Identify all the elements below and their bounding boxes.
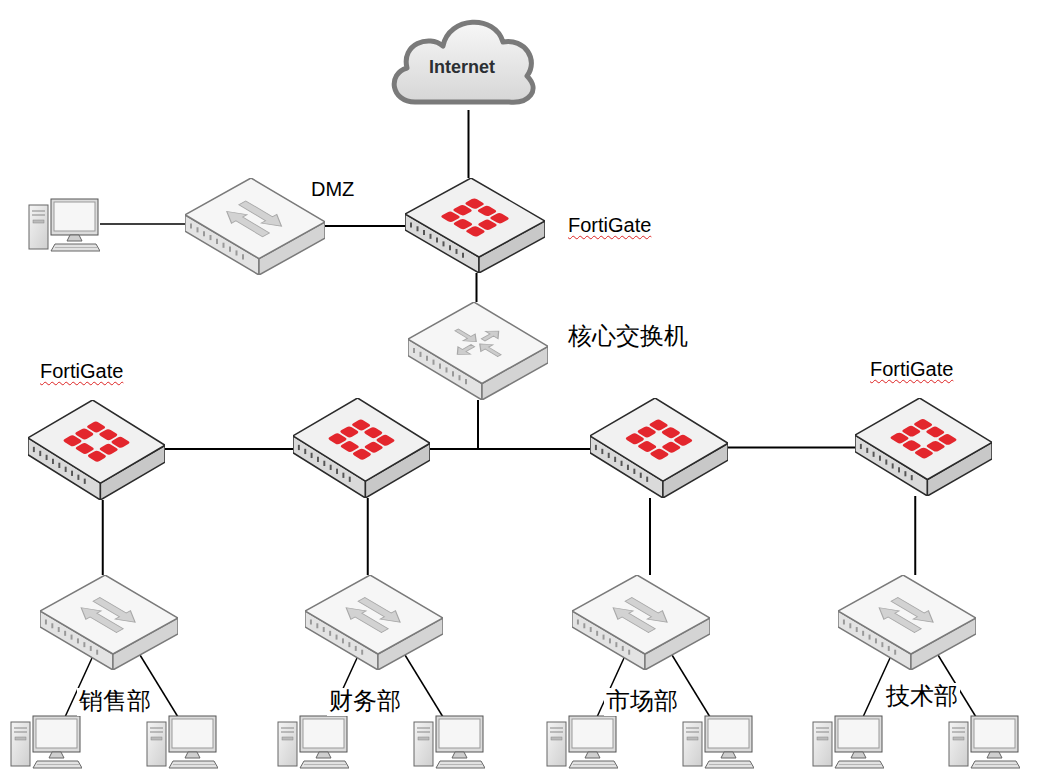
network-link <box>102 500 104 575</box>
device-label: 市场部 <box>604 688 680 716</box>
fortigate-firewall <box>590 398 728 498</box>
device-label: FortiGate <box>870 358 953 381</box>
network-link <box>165 448 293 450</box>
dmz-switch: DMZ <box>185 178 325 275</box>
switch-icon <box>40 575 178 670</box>
switch-icon <box>572 575 710 670</box>
network-link <box>649 498 651 575</box>
network-link <box>468 110 470 178</box>
network-link <box>478 400 590 449</box>
network-link <box>430 400 478 449</box>
department-switch: 市场部 <box>572 575 710 670</box>
department-switch: 销售部 <box>40 575 178 670</box>
network-link <box>914 496 916 575</box>
firewall-icon <box>293 398 430 498</box>
switch-icon <box>305 575 443 670</box>
fortigate-firewall: FortiGate <box>28 400 165 500</box>
network-link <box>367 498 369 575</box>
device-label: 销售部 <box>77 688 153 716</box>
device-label: 核心交换机 <box>568 320 688 352</box>
switch-icon <box>838 575 976 670</box>
device-label: 技术部 <box>884 683 960 711</box>
pc-icons <box>11 199 1020 768</box>
firewall-icon <box>405 178 545 273</box>
department-switch: 财务部 <box>305 575 443 670</box>
fortigate-firewall: FortiGate <box>855 398 992 496</box>
switch-icon <box>185 178 325 275</box>
cloud-label: Internet <box>383 57 541 78</box>
device-label: 财务部 <box>327 688 403 716</box>
department-switch: 技术部 <box>838 575 976 670</box>
firewall-icon <box>590 398 728 498</box>
device-label: FortiGate <box>568 214 651 237</box>
device-label: DMZ <box>311 178 354 201</box>
network-link <box>325 225 405 227</box>
firewall-icon <box>28 400 165 500</box>
fortigate-firewall <box>293 398 430 498</box>
internet-cloud: Internet <box>383 8 541 110</box>
fortigate-firewall: FortiGate <box>405 178 545 273</box>
network-link <box>476 273 478 302</box>
firewall-icon <box>855 398 992 496</box>
device-label: FortiGate <box>40 360 123 383</box>
core-switch-icon <box>408 302 548 400</box>
pc-wires <box>65 224 976 717</box>
core-switch: 核心交换机 <box>408 302 548 400</box>
network-link <box>728 447 855 449</box>
